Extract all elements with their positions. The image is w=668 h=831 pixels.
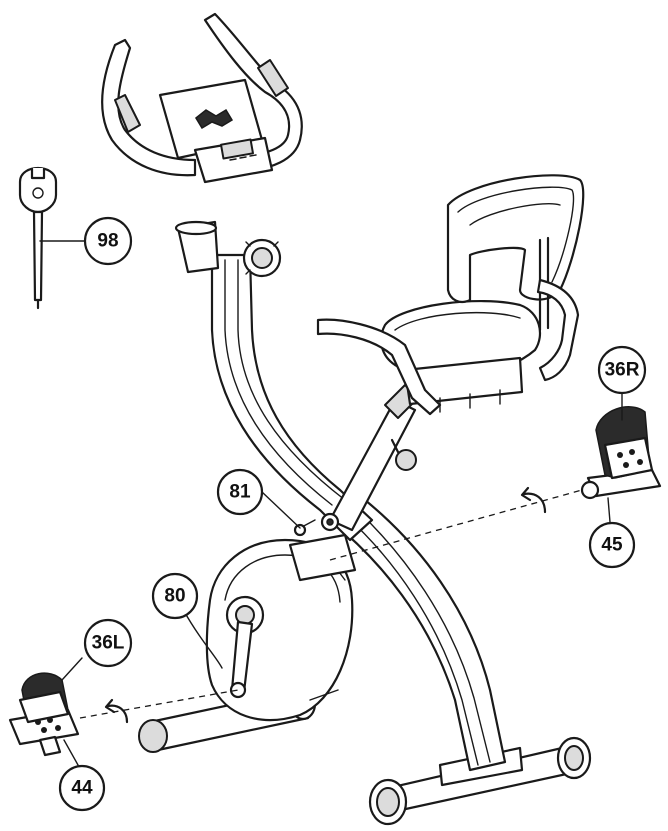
callout-36R-label: 36R [605,360,640,381]
callout-36L-label: 36L [92,633,125,654]
callout-98-label: 98 [97,231,118,252]
seat-side-handles [316,278,580,416]
handlebars [101,12,303,177]
callout-81-label: 81 [229,482,251,503]
callout-98: 98 [83,216,133,266]
console [158,78,274,184]
right-pedal [580,406,662,500]
flywheel-housing [205,533,357,722]
wrench-tool [18,166,58,310]
left-pedal-axle-line [79,689,239,719]
bottle-holder [174,220,220,274]
callout-45: 45 [588,521,636,569]
callout-45-label: 45 [601,535,623,556]
callout-81: 81 [216,468,264,516]
crank-arm [225,595,265,699]
callout-44-label: 44 [71,778,93,799]
pivot-bracket [293,512,340,537]
left-rotation-arrow-icon [104,698,129,724]
rear-stabilizer [368,736,592,826]
seat [380,300,542,413]
rear-frame-tube [328,498,507,772]
callout-44: 44 [58,764,106,812]
callout-80-label: 80 [164,586,185,607]
callout-80: 80 [151,572,199,620]
leader-lines [39,240,623,766]
left-pedal [8,672,80,757]
callout-36R: 36R [597,345,647,395]
tension-knob [242,238,282,278]
callout-36L: 36L [83,618,133,668]
right-rotation-arrow-icon [520,486,547,514]
